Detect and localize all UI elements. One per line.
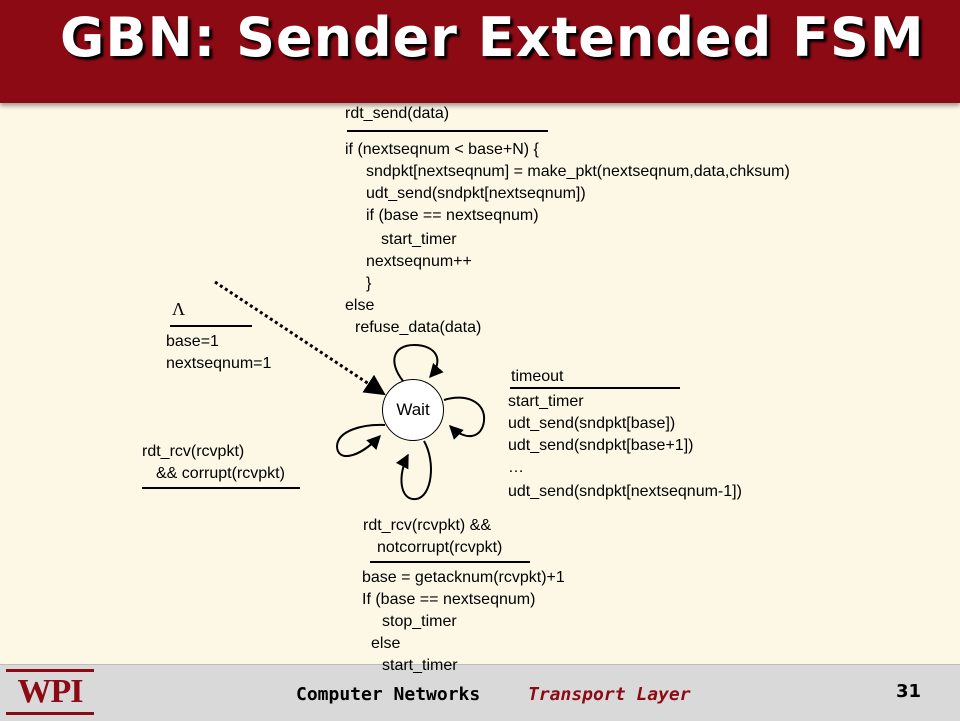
ack-action: start_timer <box>382 657 458 674</box>
footer-topic: Transport Layer <box>528 684 691 705</box>
send-event: rdt_send(data) <box>345 105 450 122</box>
init-action: base=1 <box>166 333 219 350</box>
send-action: if (base == nextseqnum) <box>366 207 539 224</box>
timeout-action: udt_send(sndpkt[base+1]) <box>508 437 694 454</box>
init-event-lambda: Λ <box>172 299 186 319</box>
corrupt-event: rdt_rcv(rcvpkt) <box>142 443 245 460</box>
send-action: else <box>345 297 375 314</box>
send-action: if (nextseqnum < base+N) { <box>345 141 539 158</box>
send-divider <box>347 130 548 132</box>
ack-action: base = getacknum(rcvpkt)+1 <box>362 569 565 586</box>
ack-event: notcorrupt(rcvpkt) <box>377 539 503 556</box>
send-self-loop <box>393 343 444 382</box>
ack-action: else <box>371 635 401 652</box>
timeout-action: … <box>508 459 524 476</box>
wpi-logo: WPI <box>6 669 94 715</box>
timeout-action: start_timer <box>508 393 584 410</box>
ack-self-loop <box>395 440 432 501</box>
send-action: nextseqnum++ <box>366 253 472 270</box>
send-action: refuse_data(data) <box>355 319 482 336</box>
timeout-divider <box>510 387 680 389</box>
slide-footer: WPI Computer Networks Transport Layer 31 <box>0 664 960 721</box>
send-action: udt_send(sndpkt[nextseqnum]) <box>366 185 586 202</box>
page-number: 31 <box>896 681 922 702</box>
init-divider <box>170 325 252 327</box>
corrupt-event: && corrupt(rcvpkt) <box>156 465 285 482</box>
init-action: nextseqnum=1 <box>166 355 272 372</box>
ack-action: If (base == nextseqnum) <box>362 591 536 608</box>
footer-course: Computer Networks <box>296 684 481 705</box>
slide-title: GBN: Sender Extended FSM <box>60 6 925 69</box>
wait-state: Wait <box>382 379 444 441</box>
send-action: sndpkt[nextseqnum] = make_pkt(nextseqnum… <box>366 163 790 180</box>
send-action: start_timer <box>381 231 457 248</box>
corrupt-divider <box>142 487 300 489</box>
title-bar: GBN: Sender Extended FSM <box>0 0 960 103</box>
ack-action: stop_timer <box>382 613 457 630</box>
ack-divider <box>370 561 530 563</box>
timeout-event: timeout <box>511 368 564 385</box>
timeout-action: udt_send(sndpkt[nextseqnum-1]) <box>508 483 742 500</box>
ack-event: rdt_rcv(rcvpkt) && <box>363 517 492 534</box>
send-action: } <box>366 275 372 292</box>
timeout-action: udt_send(sndpkt[base]) <box>508 415 676 432</box>
corrupt-self-loop <box>335 423 386 457</box>
timeout-self-loop <box>443 396 486 440</box>
